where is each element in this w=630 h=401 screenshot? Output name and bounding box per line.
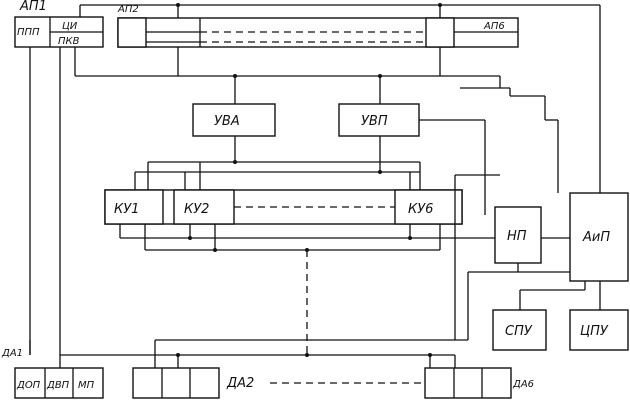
mp-label: МП: [78, 380, 95, 391]
ap-output-bus: [74, 47, 546, 120]
bottom-buses: [29, 339, 468, 368]
uvp-label: УВП: [361, 114, 388, 129]
np-block: НП: [454, 174, 570, 340]
control-buses: [134, 119, 486, 215]
ap6-label: АП6: [483, 21, 505, 32]
ap1-label: АП1: [19, 0, 47, 14]
ap1-block: АП1 ППП ЦИ ПКВ: [14, 0, 104, 48]
spu-label: СПУ: [505, 324, 533, 339]
ku2-label: КУ2: [184, 202, 209, 217]
aip-label: АиП: [582, 230, 610, 245]
da2-label: ДА2: [226, 376, 254, 391]
aip-block: АиП: [519, 119, 629, 310]
left-verticals: [29, 47, 61, 355]
ap2-ap6-group: АП2 АП6: [117, 4, 519, 48]
da2-block: ДА2: [132, 367, 425, 399]
dvp-label: ДВП: [46, 380, 70, 391]
ppp-label: ППП: [17, 27, 40, 38]
ap2-label: АП2: [117, 4, 139, 15]
pkv-label: ПКВ: [58, 36, 80, 47]
da1-label: ДА1: [1, 348, 23, 359]
ku-outputs: [119, 224, 495, 355]
da6-label: ДА6: [512, 379, 534, 390]
da6-block: ДА6: [424, 367, 534, 399]
top-bus: [79, 3, 601, 193]
da1-block: ДА1 ДОП ДВП МП: [1, 348, 104, 399]
dop-label: ДОП: [16, 380, 41, 391]
ku1-label: КУ1: [114, 202, 139, 217]
uva-block: УВА: [192, 103, 276, 137]
ku6-label: КУ6: [408, 202, 433, 217]
uva-label: УВА: [214, 114, 240, 129]
cpu-block: ЦПУ: [569, 309, 629, 351]
np-label: НП: [507, 229, 527, 244]
spu-block: СПУ: [492, 309, 547, 351]
ku-row: КУ1 КУ2 КУ6: [104, 189, 463, 225]
uvp-block: УВП: [338, 103, 420, 137]
ci-label: ЦИ: [62, 21, 78, 32]
cpu-label: ЦПУ: [580, 324, 609, 339]
